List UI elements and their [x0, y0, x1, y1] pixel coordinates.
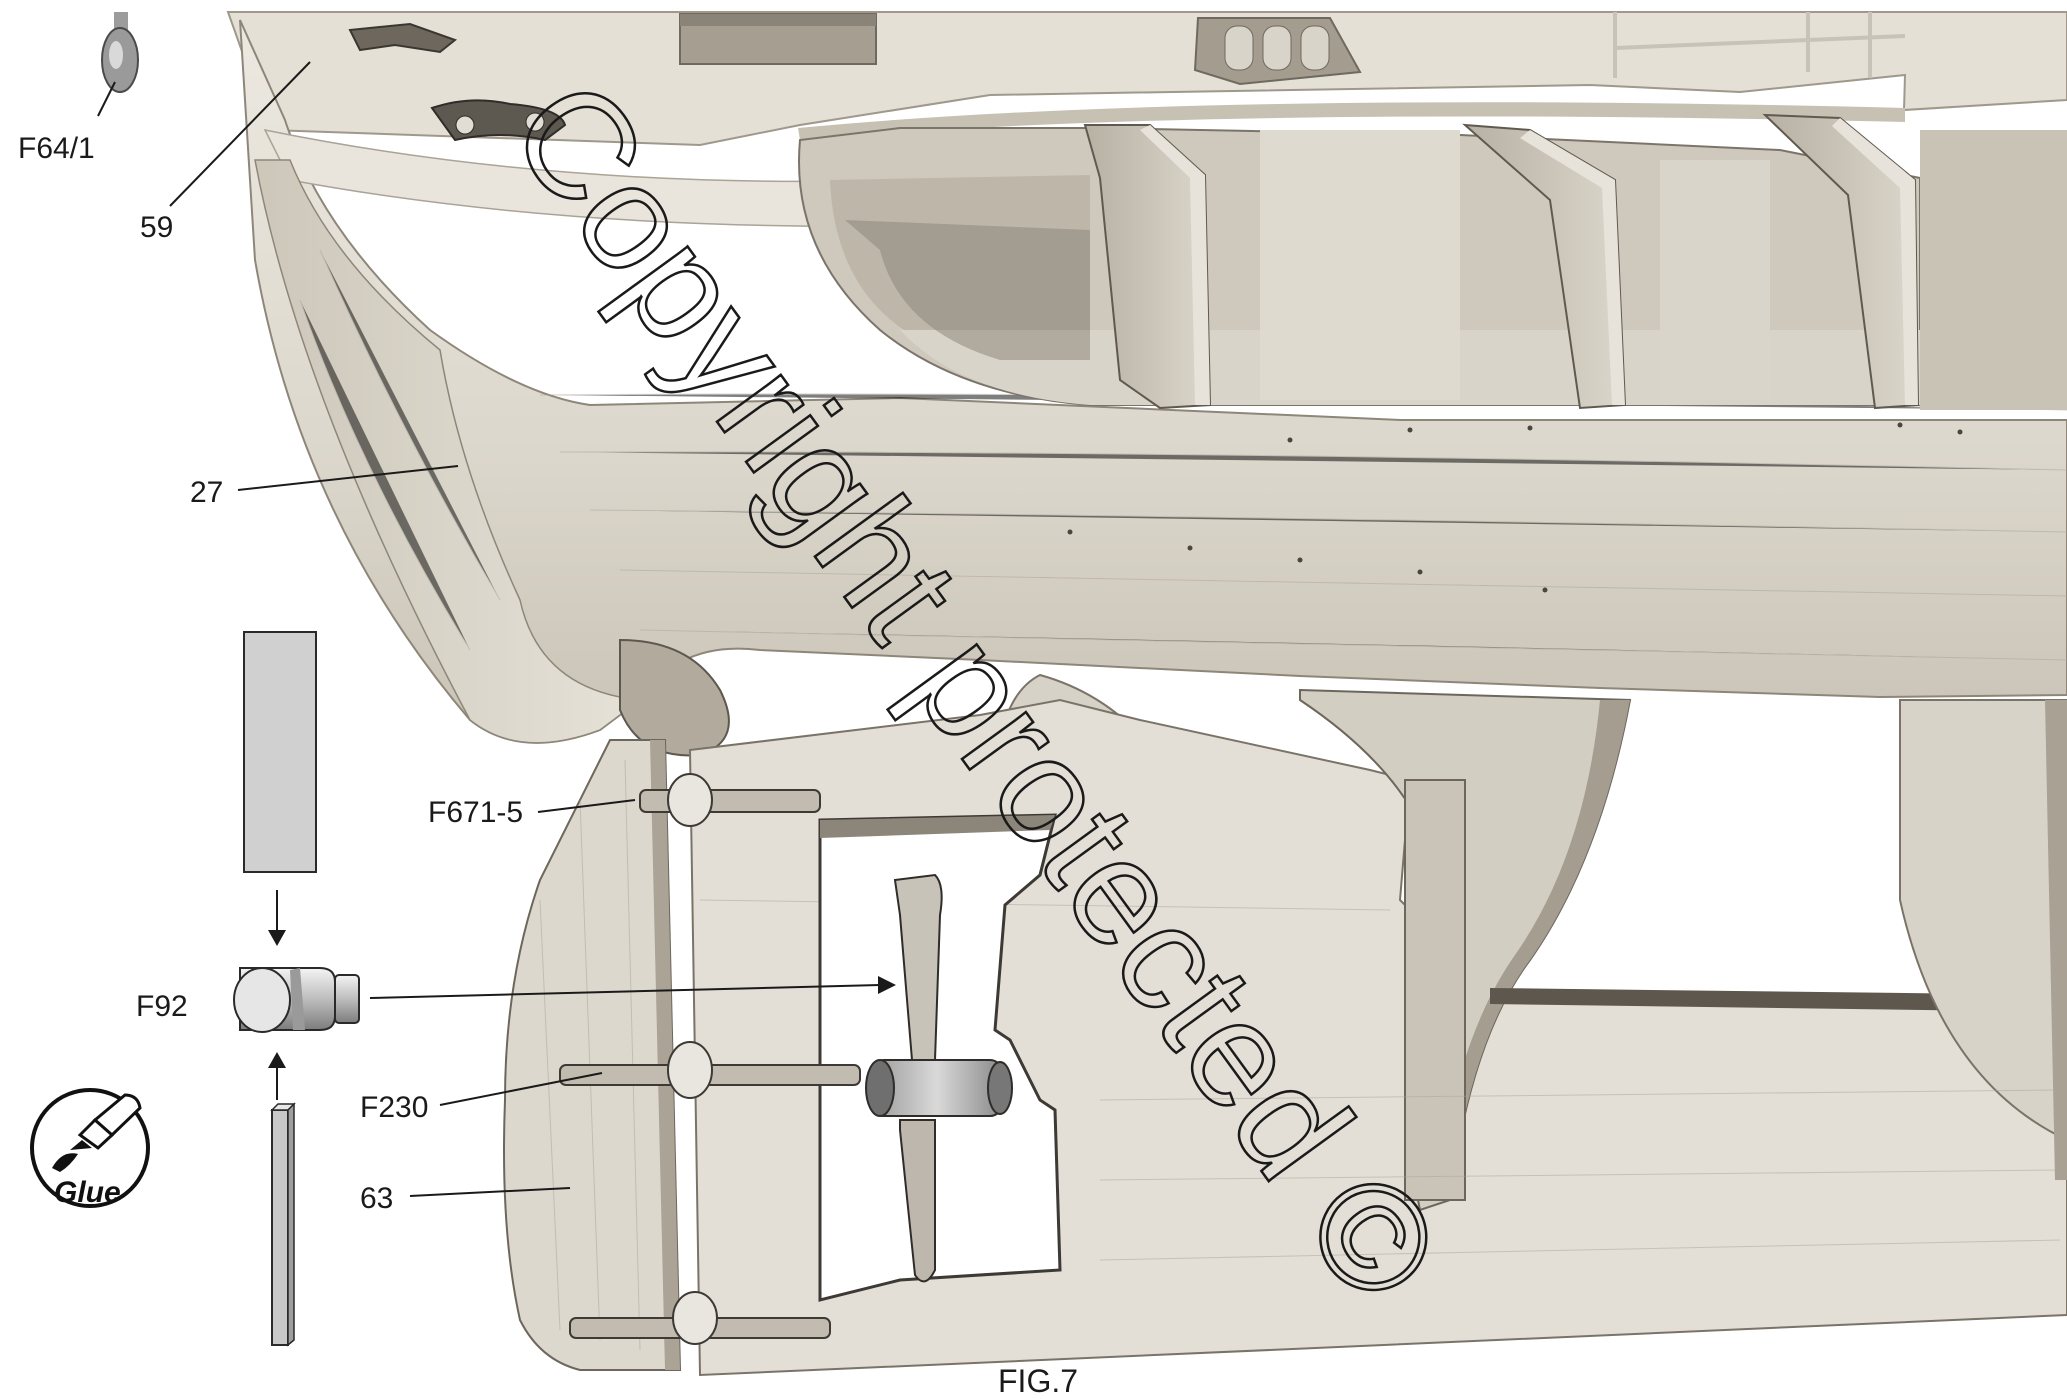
deck-railing	[1613, 12, 1906, 78]
propeller-aperture	[818, 813, 1062, 1302]
rudder	[503, 739, 682, 1371]
deck-hatch-grating	[1193, 17, 1362, 86]
glue-strip-part	[243, 631, 317, 873]
bulkhead-1	[1083, 124, 1212, 410]
label-f92: F92	[136, 990, 188, 1023]
figure-caption: FIG.7	[998, 1363, 1078, 1399]
gudgeon-top	[639, 773, 821, 827]
gudgeon-bottom	[569, 1291, 831, 1345]
interior-cutaway	[798, 113, 2067, 410]
gudgeon-middle	[559, 1041, 861, 1099]
block-part-f64-1	[101, 12, 139, 93]
cleat-fitting	[348, 22, 567, 142]
callout-leaders	[97, 61, 636, 1197]
glue-label: Glue	[54, 1176, 121, 1209]
deck	[226, 11, 2067, 147]
label-59: 59	[140, 211, 173, 244]
label-f230: F230	[360, 1091, 428, 1124]
propeller	[865, 873, 1013, 1283]
arrow-up	[268, 1052, 286, 1100]
label-63: 63	[360, 1182, 393, 1215]
label-f671-5: F671-5	[428, 796, 523, 829]
pin-part	[270, 1102, 296, 1347]
arrow-to-propeller	[369, 976, 896, 999]
bulkhead-3	[1762, 113, 1920, 410]
label-f64-1: F64/1	[18, 132, 95, 165]
label-27: 27	[190, 476, 223, 509]
glue-tube-icon	[52, 1093, 142, 1172]
arrow-down	[268, 890, 286, 946]
part-f92-coupling	[233, 967, 360, 1033]
glue-icon: Glue	[30, 1088, 150, 1209]
bulkhead-2	[1462, 123, 1627, 410]
